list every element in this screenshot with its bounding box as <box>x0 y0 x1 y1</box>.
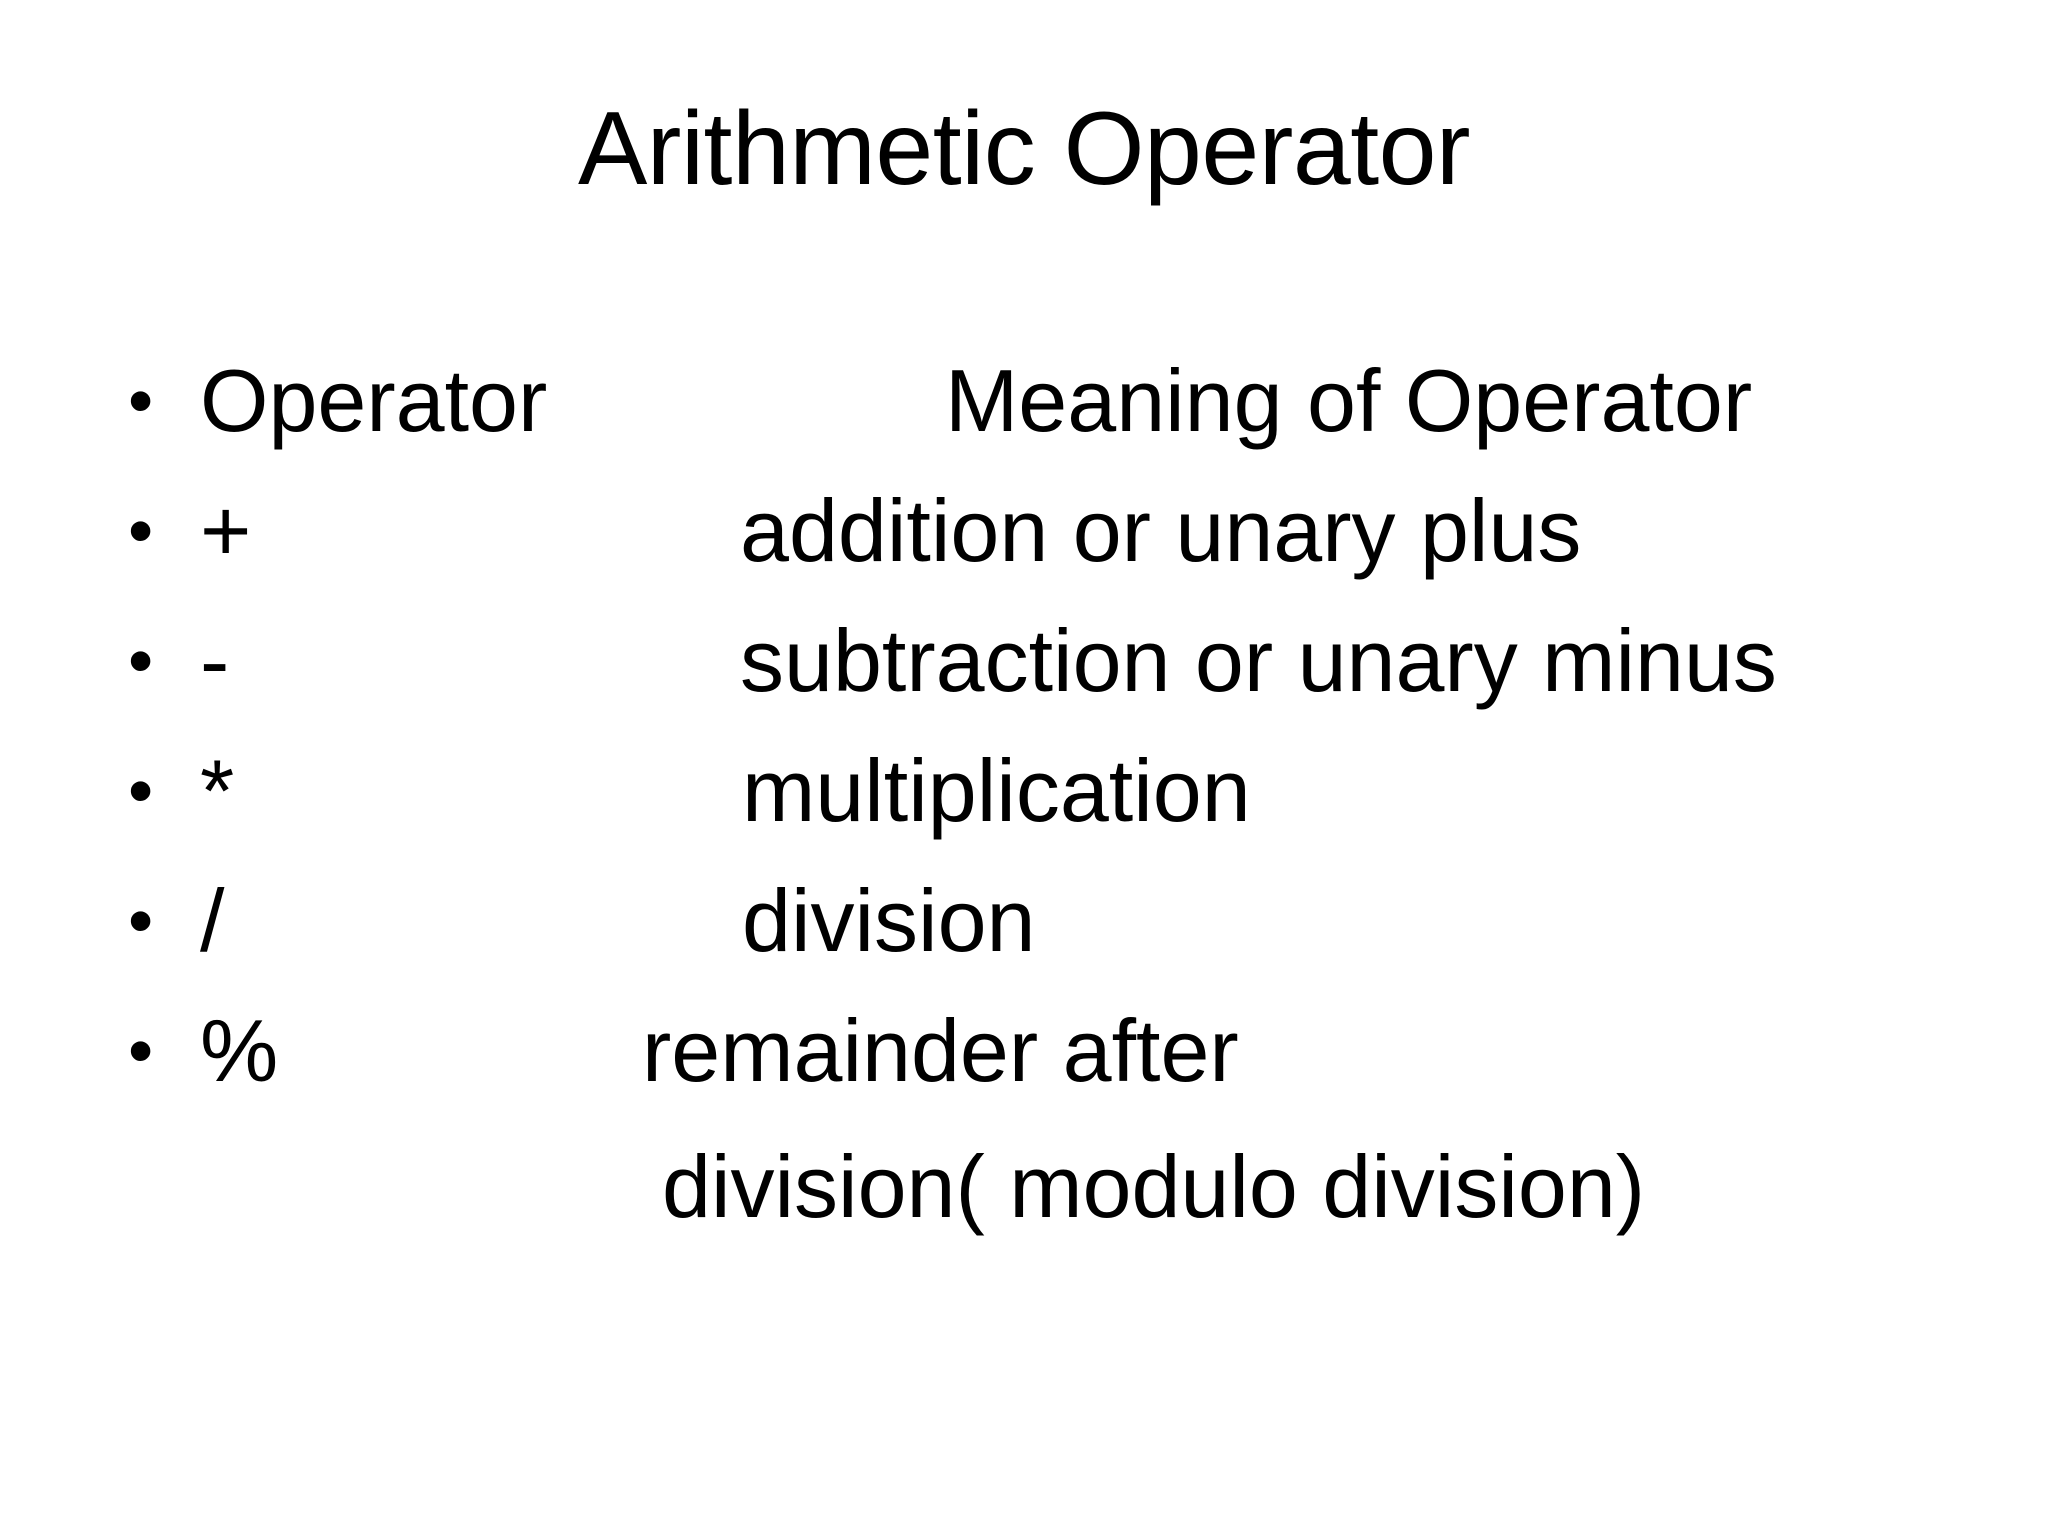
list-item: • / division <box>0 856 2048 986</box>
operator-symbol: + <box>200 481 252 580</box>
list-item: • Operator Meaning of Operator <box>0 336 2048 466</box>
bullet-icon: • <box>128 361 154 441</box>
operator-symbol: % <box>200 1001 279 1100</box>
operator-meaning-continuation: division( modulo division) <box>662 1137 1646 1236</box>
list-item: • % remainder after <box>0 986 2048 1116</box>
operator-meaning: multiplication <box>742 741 1251 840</box>
bullet-icon: • <box>128 881 154 961</box>
list-item: • * multiplication <box>0 726 2048 856</box>
list-item: • - subtraction or unary minus <box>0 596 2048 726</box>
operator-symbol: Operator <box>200 351 548 450</box>
page-title: Arithmetic Operator <box>577 90 1471 207</box>
operator-meaning: division <box>742 871 1036 970</box>
bullet-icon: • <box>128 491 154 571</box>
operator-symbol: / <box>200 871 225 970</box>
operator-meaning: remainder after <box>642 1001 1239 1100</box>
operator-bullet-list: • Operator Meaning of Operator • + addit… <box>0 336 2048 1116</box>
operator-meaning: addition or unary plus <box>740 481 1582 580</box>
operator-symbol: - <box>200 611 230 710</box>
bullet-icon: • <box>128 621 154 701</box>
bullet-icon: • <box>128 751 154 831</box>
operator-meaning: subtraction or unary minus <box>740 611 1777 710</box>
bullet-icon: • <box>128 1011 154 1091</box>
operator-meaning: Meaning of Operator <box>945 351 1753 450</box>
operator-symbol: * <box>200 741 235 840</box>
list-item: • + addition or unary plus <box>0 466 2048 596</box>
